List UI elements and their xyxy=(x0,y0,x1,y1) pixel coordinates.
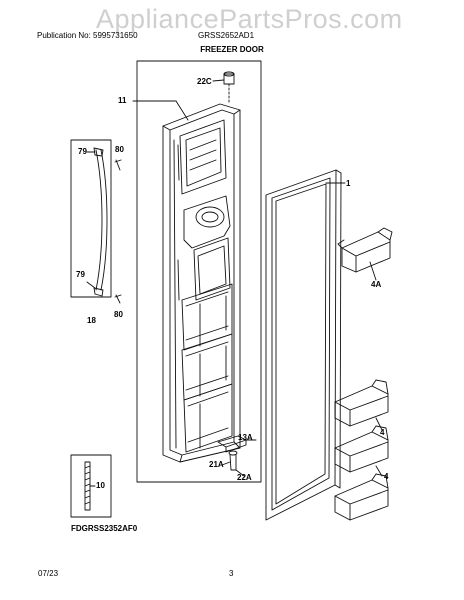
bracket-13a xyxy=(217,435,257,453)
callout-80-bottom: 80 xyxy=(114,310,123,319)
callout-22c: 22C xyxy=(197,77,212,86)
footer-page-number: 3 xyxy=(229,569,234,578)
leader-4-middle xyxy=(375,465,383,477)
handle-box xyxy=(70,139,112,298)
leader-4-upper xyxy=(375,417,383,431)
watermark: AppliancePartsPros.com xyxy=(96,4,403,34)
door-bin-4-lower xyxy=(334,473,389,521)
door-handle xyxy=(93,147,108,297)
callout-1: 1 xyxy=(346,179,351,188)
callout-18: 18 xyxy=(87,316,96,325)
figure-code: FDGRSS2352AF0 xyxy=(71,524,138,533)
page-title: FREEZER DOOR xyxy=(200,45,264,54)
callout-13a: 13A xyxy=(238,433,253,442)
callout-4-middle: 4 xyxy=(384,472,389,481)
callout-10: 10 xyxy=(96,481,105,490)
door-gasket xyxy=(265,169,342,521)
part-10-box xyxy=(70,454,112,518)
screw-80-bottom xyxy=(114,294,122,304)
callout-79-top: 79 xyxy=(78,147,87,156)
cap-22c xyxy=(212,71,235,105)
footer-date: 07/23 xyxy=(38,569,59,578)
door-bin-4-middle xyxy=(334,425,389,473)
leader-79 xyxy=(86,151,96,289)
leader-4a xyxy=(369,261,377,281)
callout-80-top: 80 xyxy=(115,145,124,154)
leader-11b xyxy=(175,100,189,121)
publication-number: Publication No: 5995731650 xyxy=(37,31,138,40)
callout-4a: 4A xyxy=(371,280,382,289)
hinge-parts-21a-22a xyxy=(221,450,245,477)
screw-80-top xyxy=(114,159,122,171)
door-liner xyxy=(162,103,241,463)
model-number: GRSS2652AD1 xyxy=(198,31,255,40)
door-bin-4a xyxy=(337,227,393,273)
callout-79-bottom: 79 xyxy=(76,270,85,279)
callout-4-upper: 4 xyxy=(380,428,385,437)
assembly-border xyxy=(136,60,262,483)
callout-11: 11 xyxy=(118,96,127,105)
callout-21a: 21A xyxy=(209,460,224,469)
door-bin-4-upper xyxy=(334,379,389,427)
callout-22a: 22A xyxy=(237,473,252,482)
part-10-strip xyxy=(84,461,91,511)
